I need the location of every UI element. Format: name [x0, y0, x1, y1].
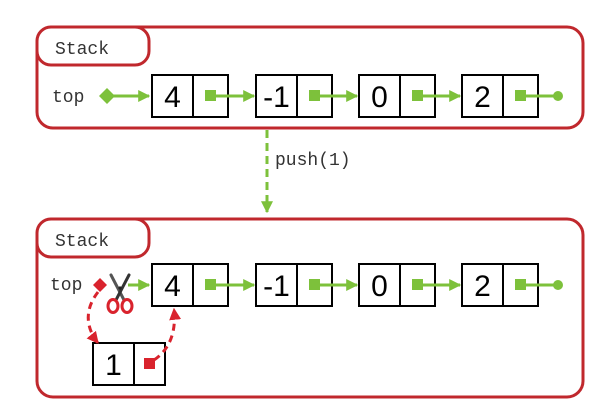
null-terminator-before [553, 91, 563, 101]
top-pointer-diamond-before [99, 88, 115, 104]
node-value: 0 [371, 270, 388, 303]
stack-before-title: Stack [55, 40, 109, 60]
next-pointer-dot [309, 90, 320, 101]
new-node-value: 1 [105, 349, 122, 382]
next-pointer-dot [412, 90, 423, 101]
scissors-icon [106, 273, 134, 314]
node-after-0: 4 [151, 263, 229, 307]
new-node-next-dot [144, 358, 155, 369]
node-value: -1 [263, 81, 290, 114]
next-pointer-dot [309, 279, 320, 290]
node-after-3: 2 [461, 263, 539, 307]
node-value: 0 [371, 81, 388, 114]
node-before-3: 2 [461, 74, 539, 118]
top-to-new-node-arrow [86, 291, 100, 344]
push-label: push(1) [275, 151, 351, 171]
stack-before-title-tab [35, 25, 151, 67]
push-operation: push(1) [261, 130, 351, 214]
stack-after-title: Stack [55, 232, 109, 252]
stack-after-title-tab [35, 217, 151, 259]
stack-before: Stack top 4 -1 0 2 [35, 25, 585, 130]
node-after-2: 0 [358, 263, 436, 307]
next-pointer-dot [515, 90, 526, 101]
top-pointer-diamond-after [93, 278, 107, 292]
node-value: 2 [474, 81, 491, 114]
node-value: 4 [164, 81, 181, 114]
top-label-after: top [50, 276, 82, 296]
top-label-before: top [52, 88, 84, 108]
new-node-to-old-head-arrow [153, 307, 182, 362]
node-value: 4 [164, 270, 181, 303]
node-before-1: -1 [255, 74, 333, 118]
next-pointer-dot [412, 279, 423, 290]
stack-after: Stack top 4 -1 [35, 217, 585, 399]
next-pointer-dot [205, 90, 216, 101]
new-node: 1 [92, 342, 166, 386]
next-pointer-dot [515, 279, 526, 290]
node-before-0: 4 [151, 74, 229, 118]
node-value: 2 [474, 270, 491, 303]
null-terminator-after [553, 280, 563, 290]
node-value: -1 [263, 270, 290, 303]
next-pointer-dot [205, 279, 216, 290]
